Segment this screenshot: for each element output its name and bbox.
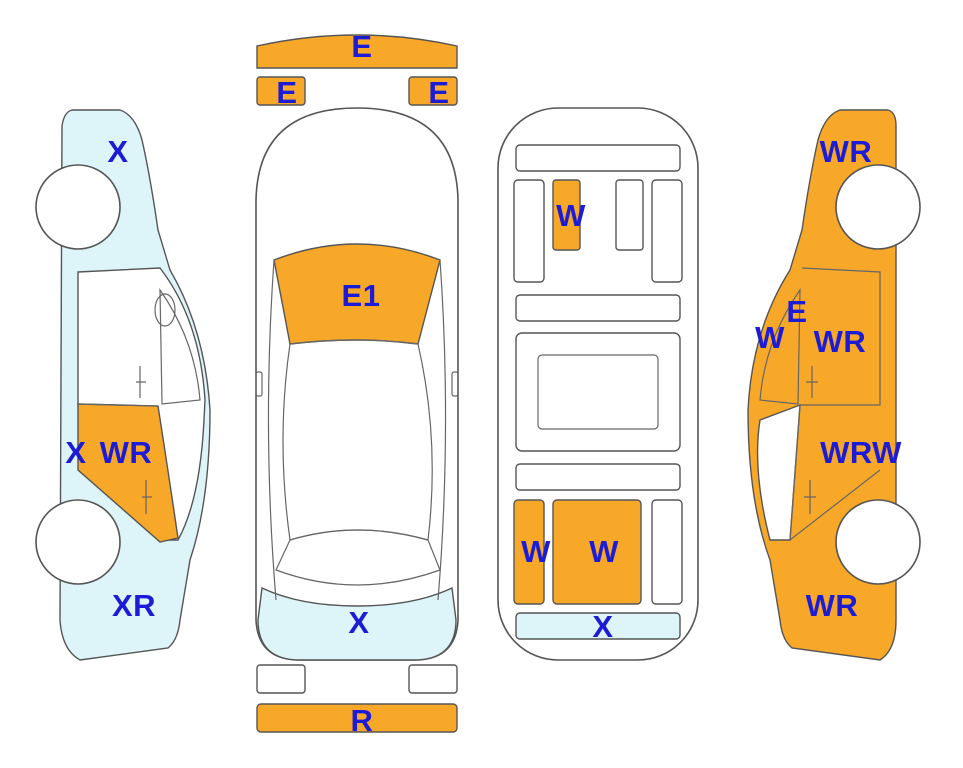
underbody-right-rail [651,179,683,283]
underbody-rear-right [651,499,683,605]
left-bottom-label: XR [112,588,156,623]
front-bumper-label: E [351,29,372,64]
right-taillight [408,664,458,694]
underbody-rear-left[interactable] [513,499,545,605]
right-pillar-label: E [786,294,807,329]
left-middle-label-x: X [65,435,86,470]
left-top-label: X [107,134,128,169]
left-door-handle-1 [136,366,146,398]
underbody-mid-block [615,179,644,251]
right-door-wr-label: WR [814,324,867,359]
underbody-center-inner [537,354,659,430]
underbody-view: W W W X [497,107,699,661]
underbody-center-frame [515,332,681,452]
right-side-front-window [759,288,801,405]
left-headlight-panel[interactable] [256,76,306,106]
trunk-panel[interactable] [257,586,457,661]
rear-bumper-label: R [351,703,374,738]
underbody-front-bar [515,144,681,172]
left-side-door-panel[interactable] [77,403,179,543]
right-rear-wheel [835,499,921,585]
underbody-rear-center[interactable] [552,499,642,605]
underbody-left-rail [513,179,545,283]
right-front-wheel [835,164,921,250]
left-mirror-top [255,371,263,397]
right-middle-label: WRW [820,435,902,470]
right-side-cabin-edge [789,267,881,542]
left-rear-wheel [35,499,121,585]
right-side-contour [437,259,447,601]
right-side-view: WR E W WR WRW WR [747,109,921,661]
underbody-cross-bar-1 [515,294,681,322]
left-side-window [159,288,201,405]
underbody-bottom-center-label: W [589,534,619,569]
front-bumper-panel[interactable] [256,34,458,69]
left-front-wheel [35,164,121,250]
left-side-contour [267,259,277,601]
hood-label: E1 [342,278,381,313]
top-exterior-view: E E E E1 X R [255,29,459,738]
right-light-label: E [428,75,449,110]
underbody-top-label: W [556,198,586,233]
right-door-w-label: W [755,320,785,355]
trunk-label: X [348,605,369,640]
left-side-view: X X WR XR [35,109,211,661]
left-door-seam [77,403,159,407]
left-door-handle-2 [142,480,152,514]
left-mirror [154,293,176,327]
left-middle-label-wr: WR [100,435,153,470]
right-mirror-top [451,371,459,397]
rear-window [275,529,441,586]
right-side-window [756,403,801,541]
right-door-handle-1 [806,366,818,398]
underbody-front-center[interactable] [552,179,581,251]
top-view-body [255,107,459,661]
rear-bumper-panel[interactable] [256,703,458,733]
left-light-label: E [276,75,297,110]
left-taillight [256,664,306,694]
underbody-cross-bar-2 [515,463,681,491]
underbody-bottom-left-label: W [521,534,551,569]
right-door-handle-2 [804,480,816,514]
right-bottom-label: WR [806,588,859,623]
left-side-cabin [77,267,206,541]
underbody-rear-bar[interactable] [515,612,681,640]
right-headlight-panel[interactable] [408,76,458,106]
underbody-rear-label: X [592,609,613,644]
underbody-outline [497,107,699,661]
right-top-label: WR [820,134,873,169]
roof-outline [282,339,433,541]
